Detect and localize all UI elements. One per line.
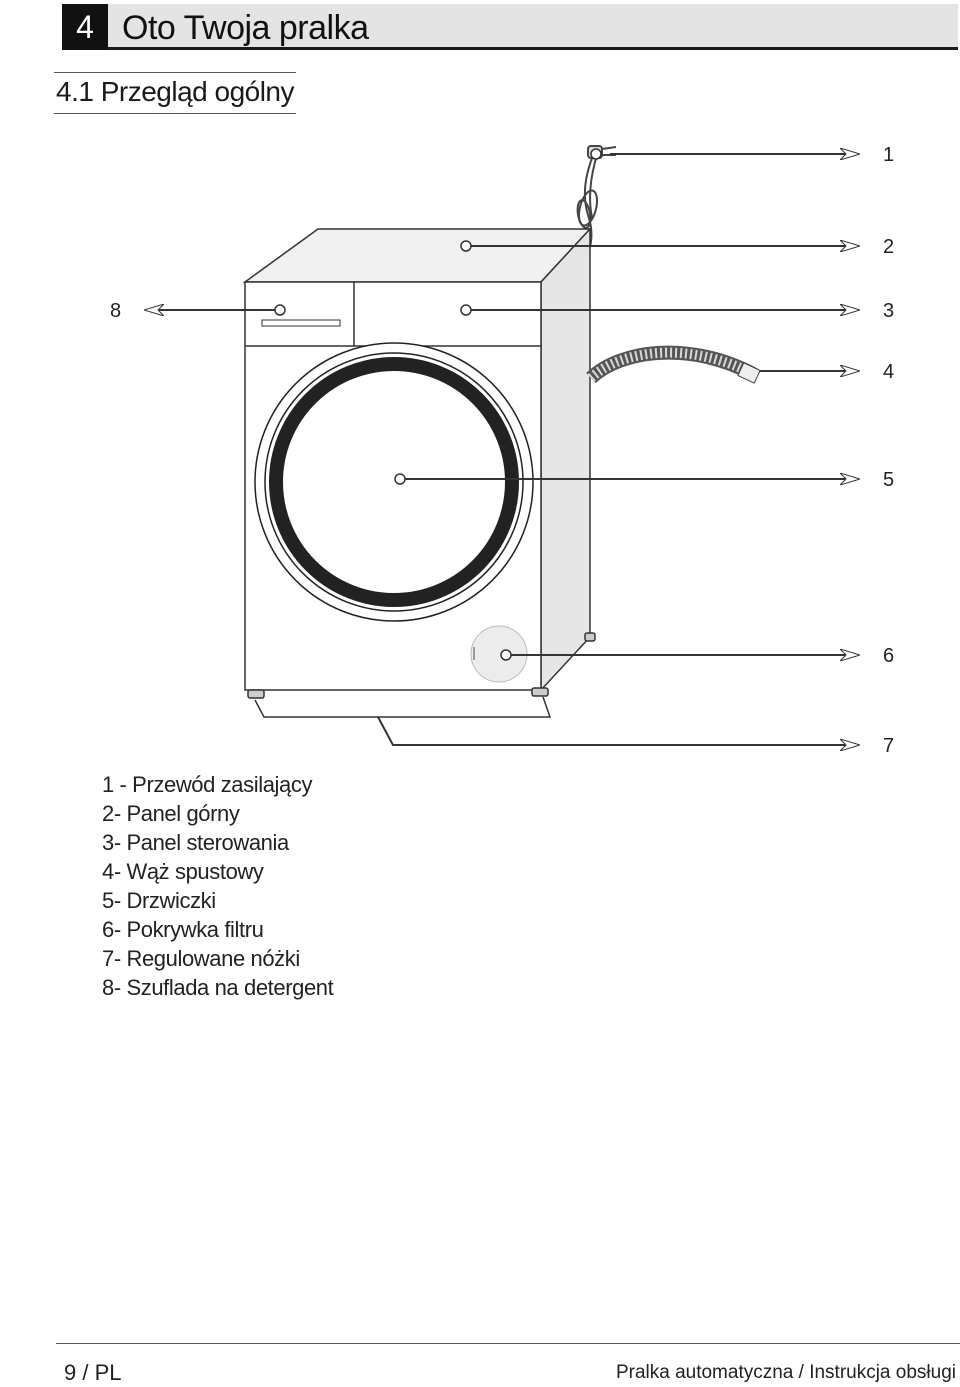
callout-4: 4	[883, 361, 894, 383]
legend-item: 5- Drzwiczki	[102, 888, 216, 913]
page-number: 9 / PL	[64, 1360, 122, 1385]
chapter-number: 4	[62, 4, 108, 50]
chapter-title: Oto Twoja pralka	[122, 9, 369, 47]
callout-7: 7	[883, 735, 894, 757]
door	[254, 342, 534, 622]
washing-machine-diagram: 1 2 3 4 5 6 7 8	[110, 144, 894, 757]
legend-item: 3- Panel sterowania	[102, 830, 289, 855]
legend-item: 6- Pokrywka filtru	[102, 917, 264, 942]
document-title: Pralka automatyczna / Instrukcja obsługi	[615, 1362, 956, 1383]
parts-legend: 1 - Przewód zasilający 2- Panel górny 3-…	[102, 770, 334, 1002]
legend-item: 2- Panel górny	[102, 801, 240, 826]
footer-divider	[56, 1343, 960, 1344]
legend-item: 8- Szuflada na detergent	[102, 975, 334, 1000]
callout-1: 1	[883, 144, 894, 166]
chapter-header-bar	[62, 4, 958, 50]
legend-item: 1 - Przewód zasilający	[102, 772, 313, 797]
callout-leaders	[146, 154, 858, 745]
callout-8: 8	[110, 300, 121, 322]
drain-hose	[586, 345, 761, 384]
callout-2: 2	[883, 236, 894, 258]
legend-item: 4- Wąż spustowy	[102, 859, 264, 884]
adjustable-feet	[247, 632, 596, 718]
callout-6: 6	[883, 645, 894, 667]
legend-item: 7- Regulowane nóżki	[102, 946, 300, 971]
callout-dots	[274, 148, 602, 661]
callout-5: 5	[883, 469, 894, 491]
callout-3: 3	[883, 300, 894, 322]
section-title: 4.1 Przegląd ogólny	[54, 72, 297, 114]
